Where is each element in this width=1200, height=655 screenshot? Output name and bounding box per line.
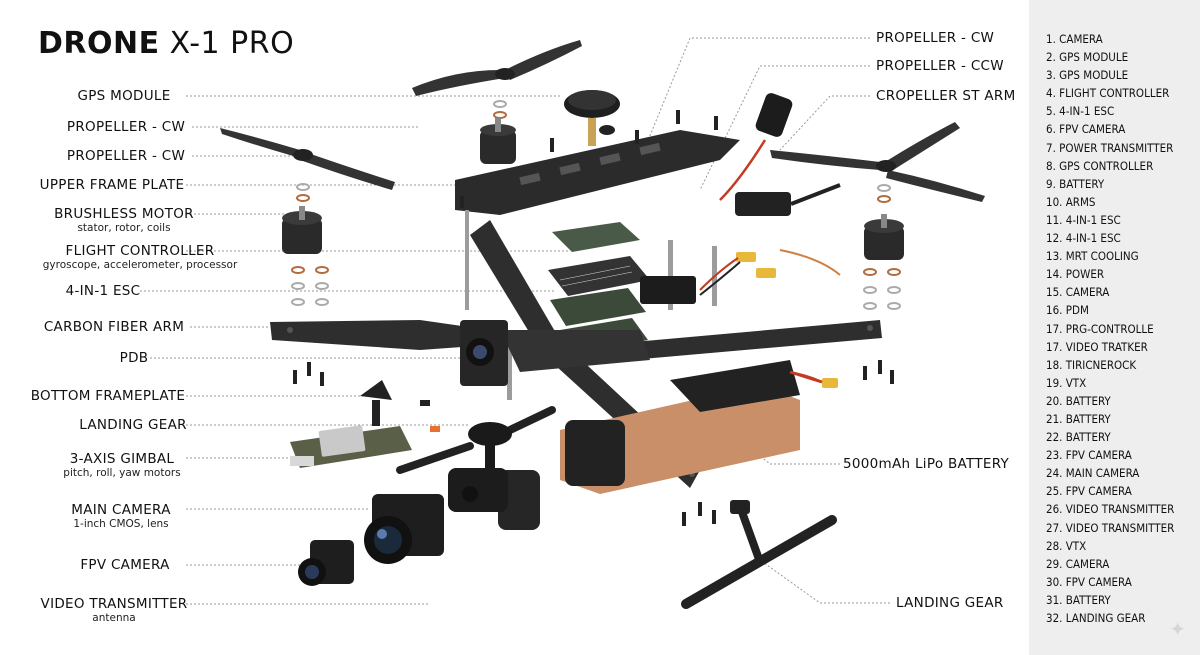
label-propeller-cw-2: PROPELLER - CW bbox=[66, 148, 186, 164]
vtx-antenna-top bbox=[719, 93, 793, 201]
label-flight-controller: FLIGHT CONTROLLER gyroscope, acceleromet… bbox=[42, 243, 238, 271]
parts-list-item: 20. BATTERY bbox=[1046, 393, 1111, 408]
label-fpv-camera: FPV CAMERA bbox=[80, 557, 170, 573]
label-propeller-cw-right: PROPELLER - CW bbox=[876, 30, 995, 46]
parts-list-item: 17. PRG-CONTROLLE bbox=[1046, 321, 1154, 336]
label-main-camera: MAIN CAMERA 1-inch CMOS, lens bbox=[71, 502, 171, 530]
label-landing-gear-left: LANDING GEAR bbox=[79, 417, 187, 433]
parts-list-item: 17. VIDEO TRATKER bbox=[1046, 339, 1148, 354]
parts-list-item: 7. POWER TRANSMITTER bbox=[1046, 140, 1174, 155]
main-camera bbox=[364, 494, 444, 564]
motors bbox=[282, 118, 904, 260]
label-upper-frame-plate: UPPER FRAME PLATE bbox=[39, 177, 185, 193]
label-bottom-frameplate: BOTTOM FRAMEPLATE bbox=[30, 388, 186, 404]
label-video-transmitter: VIDEO TRANSMITTER antenna bbox=[40, 596, 188, 624]
parts-list-item: 9. BATTERY bbox=[1046, 176, 1105, 191]
label-carbon-fiber-arm: CARBON FIBER ARM bbox=[43, 319, 185, 335]
propeller-top bbox=[412, 40, 582, 96]
landing-gear-small bbox=[360, 380, 440, 432]
fpv-camera-cage bbox=[460, 320, 508, 386]
gimbal bbox=[396, 406, 556, 530]
gps-module bbox=[564, 90, 620, 146]
landing-gear-large bbox=[681, 500, 837, 609]
label-lipo-battery: 5000mAh LiPo BATTERY bbox=[843, 456, 1010, 472]
label-propeller-ccw: PROPELLER - CCW bbox=[876, 58, 1004, 74]
washers bbox=[291, 100, 901, 310]
label-cropeller-st-arm: CROPELLER ST ARM bbox=[876, 88, 1016, 104]
parts-list-item: 25. FPV CAMERA bbox=[1046, 484, 1132, 499]
parts-list-item: 4. FLIGHT CONTROLLER bbox=[1046, 86, 1170, 101]
parts-list-item: 31. BATTERY bbox=[1046, 592, 1111, 607]
parts-list: 1. CAMERA 2. GPS MODULE 3. GPS MODULE 4. FL… bbox=[1046, 30, 1174, 627]
parts-list-item: 29. CAMERA bbox=[1046, 556, 1110, 571]
label-brushless-motor: BRUSHLESS MOTOR stator, rotor, coils bbox=[54, 206, 194, 234]
parts-list-item: 13. MRT COOLING bbox=[1046, 249, 1139, 264]
parts-list-item: 19. VTX bbox=[1046, 375, 1087, 390]
parts-list-item: 12. 4-IN-1 ESC bbox=[1046, 231, 1121, 246]
title-rest: X-1 PRO bbox=[169, 26, 295, 61]
label-landing-gear-right: LANDING GEAR bbox=[896, 595, 1004, 611]
parts-list-item: 27. VIDEO TRANSMITTER bbox=[1046, 520, 1175, 535]
parts-list-item: 16. PDM bbox=[1046, 303, 1089, 318]
parts-list-item: 30. FPV CAMERA bbox=[1046, 574, 1132, 589]
parts-list-item: 18. TIRICNEROCK bbox=[1046, 357, 1137, 372]
xt-connectors bbox=[736, 252, 838, 388]
propeller-left bbox=[220, 128, 395, 190]
parts-list-item: 15. CAMERA bbox=[1046, 285, 1110, 300]
propeller-right bbox=[770, 122, 985, 202]
parts-list-item: 2. GPS MODULE bbox=[1046, 50, 1129, 65]
label-3axis-gimbal: 3-AXIS GIMBAL pitch, roll, yaw motors bbox=[63, 451, 181, 479]
diagram-title: DRONE X-1 PRO bbox=[38, 26, 294, 61]
screws bbox=[293, 110, 894, 526]
parts-list-item: 28. VTX bbox=[1046, 538, 1087, 553]
fpv-camera bbox=[298, 540, 354, 586]
parts-list-item: 32. LANDING GEAR bbox=[1046, 611, 1146, 625]
label-propeller-cw-1: PROPELLER - CW bbox=[66, 119, 186, 135]
parts-list-item: 1. CAMERA bbox=[1046, 32, 1103, 46]
parts-list-item: 3. GPS MODULE bbox=[1046, 68, 1129, 83]
parts-list-item: 21. BATTERY bbox=[1046, 411, 1111, 426]
title-bold: DRONE bbox=[38, 26, 160, 61]
pcb-board-left bbox=[290, 425, 412, 468]
lipo-battery bbox=[560, 360, 823, 494]
parts-list-item: 5. 4-IN-1 ESC bbox=[1046, 104, 1115, 119]
parts-list-item: 11. 4-IN-1 ESC bbox=[1046, 212, 1121, 227]
sparkle-icon: ✦ bbox=[1169, 617, 1186, 641]
label-4in1-esc: 4-IN-1 ESC bbox=[65, 283, 141, 299]
parts-list-item: 23. FPV CAMERA bbox=[1046, 448, 1132, 463]
parts-list-item: 8. GPS CONTROLLER bbox=[1046, 158, 1154, 173]
label-gps-module: GPS MODULE bbox=[77, 88, 171, 104]
receiver-module bbox=[735, 183, 841, 216]
upper-frame-plate bbox=[455, 130, 740, 215]
parts-list-item: 22. BATTERY bbox=[1046, 430, 1111, 445]
label-pdb: PDB bbox=[119, 350, 149, 366]
parts-list-item: 24. MAIN CAMERA bbox=[1046, 466, 1140, 481]
parts-list-item: 6. FPV CAMERA bbox=[1046, 122, 1126, 137]
exploded-drone-illustration bbox=[140, 37, 985, 609]
parts-list-item: 14. POWER bbox=[1046, 267, 1105, 282]
parts-list-item: 10. ARMS bbox=[1046, 194, 1096, 209]
parts-list-panel: 1. CAMERA 2. GPS MODULE 3. GPS MODULE 4. FL… bbox=[1029, 0, 1200, 655]
parts-list-item: 26. VIDEO TRANSMITTER bbox=[1046, 502, 1175, 517]
